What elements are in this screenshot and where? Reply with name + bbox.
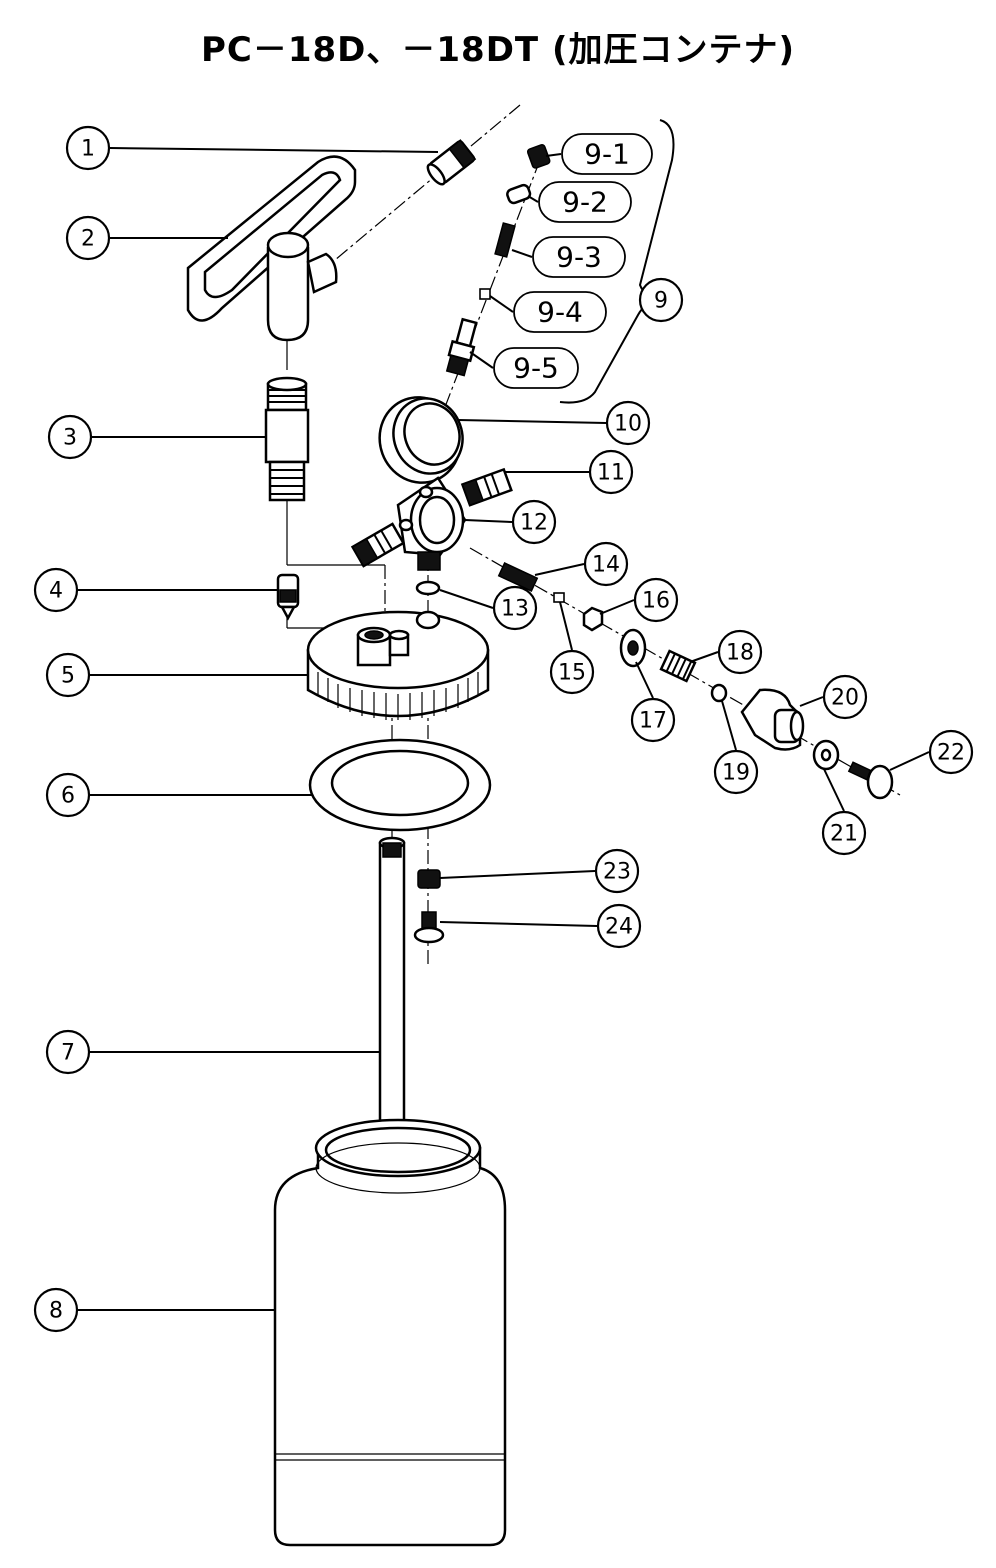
callout-23: 23 — [594, 848, 640, 894]
part-15-pin — [553, 592, 565, 603]
svg-text:9-3: 9-3 — [556, 241, 602, 274]
svg-text:22: 22 — [937, 741, 965, 766]
part-17-diaphragm — [619, 628, 647, 668]
diagram-title: PC－18D、－18DT (加圧コンテナ) — [200, 30, 796, 70]
svg-text:19: 19 — [722, 761, 750, 786]
part-3-extension-pipe — [264, 376, 310, 502]
callout-9-3: 9-3 — [532, 236, 626, 278]
svg-text:9-2: 9-2 — [562, 186, 608, 219]
callout-13: 13 — [492, 585, 538, 631]
part-1-fitting — [426, 139, 477, 186]
part-22-thumb-screw — [847, 761, 894, 800]
part-14-spring — [497, 562, 539, 592]
svg-text:17: 17 — [639, 709, 667, 734]
svg-text:3: 3 — [63, 426, 77, 451]
part-8-container — [273, 1118, 507, 1547]
svg-text:16: 16 — [642, 589, 670, 614]
callout-9-5: 9-5 — [493, 347, 579, 389]
svg-text:5: 5 — [61, 664, 75, 689]
callout-14: 14 — [583, 541, 629, 587]
callout-20: 20 — [822, 674, 868, 720]
part-12-side-fitting — [350, 522, 406, 568]
part-5-lid — [306, 610, 490, 720]
callout-1: 1 — [65, 125, 111, 171]
part-9-5-body — [445, 317, 478, 377]
svg-text:10: 10 — [614, 412, 642, 437]
svg-text:12: 12 — [520, 511, 548, 536]
callout-10: 10 — [605, 400, 651, 446]
svg-text:7: 7 — [61, 1041, 75, 1066]
part-13-o-ring — [415, 580, 441, 630]
callout-6: 6 — [45, 772, 91, 818]
part-23-nut — [417, 869, 441, 889]
part-20-knob — [740, 688, 805, 751]
callout-2: 2 — [65, 215, 111, 261]
callout-9: 9 — [638, 277, 684, 323]
callout-8: 8 — [33, 1287, 79, 1333]
callout-16: 16 — [633, 577, 679, 623]
svg-text:13: 13 — [501, 597, 529, 622]
center-line-gauge — [439, 159, 541, 421]
part-4-plug — [276, 573, 300, 621]
callout-15: 15 — [549, 649, 595, 695]
part-19-washer — [710, 683, 728, 703]
part-18-spring — [659, 649, 697, 683]
part-16-nut — [582, 606, 604, 632]
callout-18: 18 — [717, 629, 763, 675]
svg-text:21: 21 — [830, 822, 858, 847]
callout-9-1: 9-1 — [561, 133, 653, 175]
part-2-t-handle — [186, 155, 357, 342]
svg-text:20: 20 — [831, 686, 859, 711]
svg-text:11: 11 — [597, 461, 625, 486]
part-10-gauge — [378, 396, 464, 484]
callout-19: 19 — [713, 749, 759, 795]
callout-9-2: 9-2 — [538, 181, 632, 223]
svg-text:23: 23 — [603, 860, 631, 885]
svg-text:18: 18 — [726, 641, 754, 666]
callout-22: 22 — [928, 729, 974, 775]
svg-text:1: 1 — [81, 137, 95, 162]
svg-text:9-1: 9-1 — [584, 138, 630, 171]
part-24-drain-plug — [413, 911, 445, 944]
part-11-fitting — [460, 467, 513, 507]
leader-lines — [77, 147, 930, 1311]
callout-3: 3 — [47, 414, 93, 460]
callout-7: 7 — [45, 1029, 91, 1075]
callout-11: 11 — [588, 449, 634, 495]
svg-text:9-4: 9-4 — [537, 296, 583, 329]
svg-text:4: 4 — [49, 579, 63, 604]
center-line-main — [334, 104, 521, 261]
callout-24: 24 — [596, 903, 642, 949]
callout-21: 21 — [821, 810, 867, 856]
svg-text:2: 2 — [81, 227, 95, 252]
svg-text:24: 24 — [605, 915, 633, 940]
callout-5: 5 — [45, 652, 91, 698]
svg-text:14: 14 — [592, 553, 620, 578]
callout-4: 4 — [33, 567, 79, 613]
part-9-1-cap — [526, 144, 551, 169]
part-7-tube — [378, 836, 406, 1130]
svg-text:9-5: 9-5 — [513, 352, 559, 385]
part-21-washer — [812, 739, 840, 771]
callout-9-4: 9-4 — [513, 291, 607, 333]
svg-text:15: 15 — [558, 661, 586, 686]
svg-text:6: 6 — [61, 784, 75, 809]
part-9-4-pin — [479, 288, 491, 300]
part-12-manifold — [396, 476, 467, 571]
part-9-3-spring — [494, 222, 516, 258]
part-9-2-nut — [506, 183, 532, 205]
svg-text:9: 9 — [654, 289, 668, 314]
callout-17: 17 — [630, 697, 676, 743]
callout-12: 12 — [511, 499, 557, 545]
svg-text:8: 8 — [49, 1299, 63, 1324]
part-6-gasket — [308, 738, 492, 832]
